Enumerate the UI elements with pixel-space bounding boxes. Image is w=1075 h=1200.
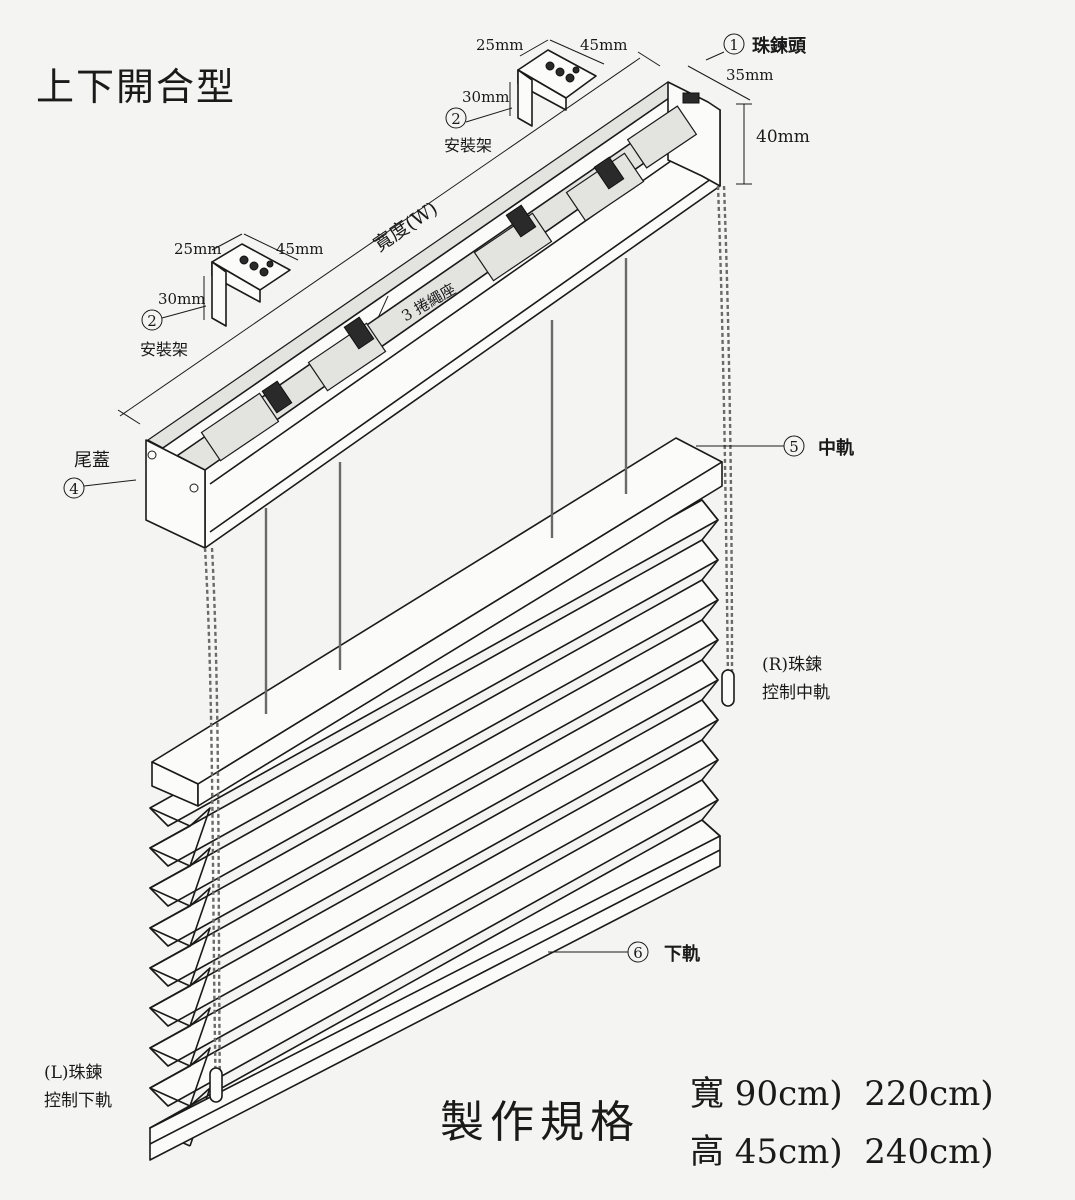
dim-left-45: 45mm	[276, 240, 324, 258]
p6-num: 6	[633, 944, 643, 962]
cord-rollers	[200, 105, 698, 462]
pleated-fabric	[149, 437, 723, 1161]
callouts: 1 2 2 4 5 6	[63, 33, 805, 963]
dim-depth: 35mm	[726, 66, 774, 84]
left-chain-line2: 控制下軌	[44, 1091, 112, 1111]
dim-top-25: 25mm	[476, 36, 524, 54]
dimension-lines	[117, 39, 752, 425]
p5-label: 中軌	[818, 438, 854, 459]
p6-label: 下軌	[664, 944, 700, 965]
left-chain-line1: (L)珠鍊	[44, 1063, 103, 1083]
bracket-left	[211, 243, 291, 327]
dim-top-30: 30mm	[462, 88, 510, 106]
spec-width-row: 寬 90cm) 220cm)	[690, 1074, 994, 1114]
p4-num: 4	[69, 480, 79, 498]
p1-label: 珠鍊頭	[752, 36, 806, 57]
spec-height-row: 高 45cm) 240cm)	[690, 1132, 994, 1172]
page-title: 上下開合型	[36, 65, 237, 109]
dim-top-45: 45mm	[580, 36, 628, 54]
p2b-label: 安裝架	[140, 340, 189, 359]
bead-chain-right	[716, 185, 735, 707]
lift-cords	[264, 258, 628, 714]
dim-height: 40mm	[756, 127, 810, 147]
bead-chain-left	[203, 547, 223, 1103]
right-chain-line2: 控制中軌	[762, 683, 830, 703]
p1-num: 1	[729, 36, 739, 54]
p4-label: 尾蓋	[74, 450, 110, 471]
p2-num: 2	[451, 110, 461, 128]
dim-left-30: 30mm	[158, 290, 206, 308]
p2b-num: 2	[147, 312, 157, 330]
dim-left-25: 25mm	[174, 240, 222, 258]
p5-num: 5	[789, 438, 799, 456]
bracket-top	[517, 49, 597, 127]
right-chain-line1: (R)珠鍊	[762, 655, 823, 675]
headrail	[145, 81, 722, 549]
spec-heading: 製作規格	[440, 1097, 640, 1148]
p2-label: 安裝架	[444, 136, 493, 155]
